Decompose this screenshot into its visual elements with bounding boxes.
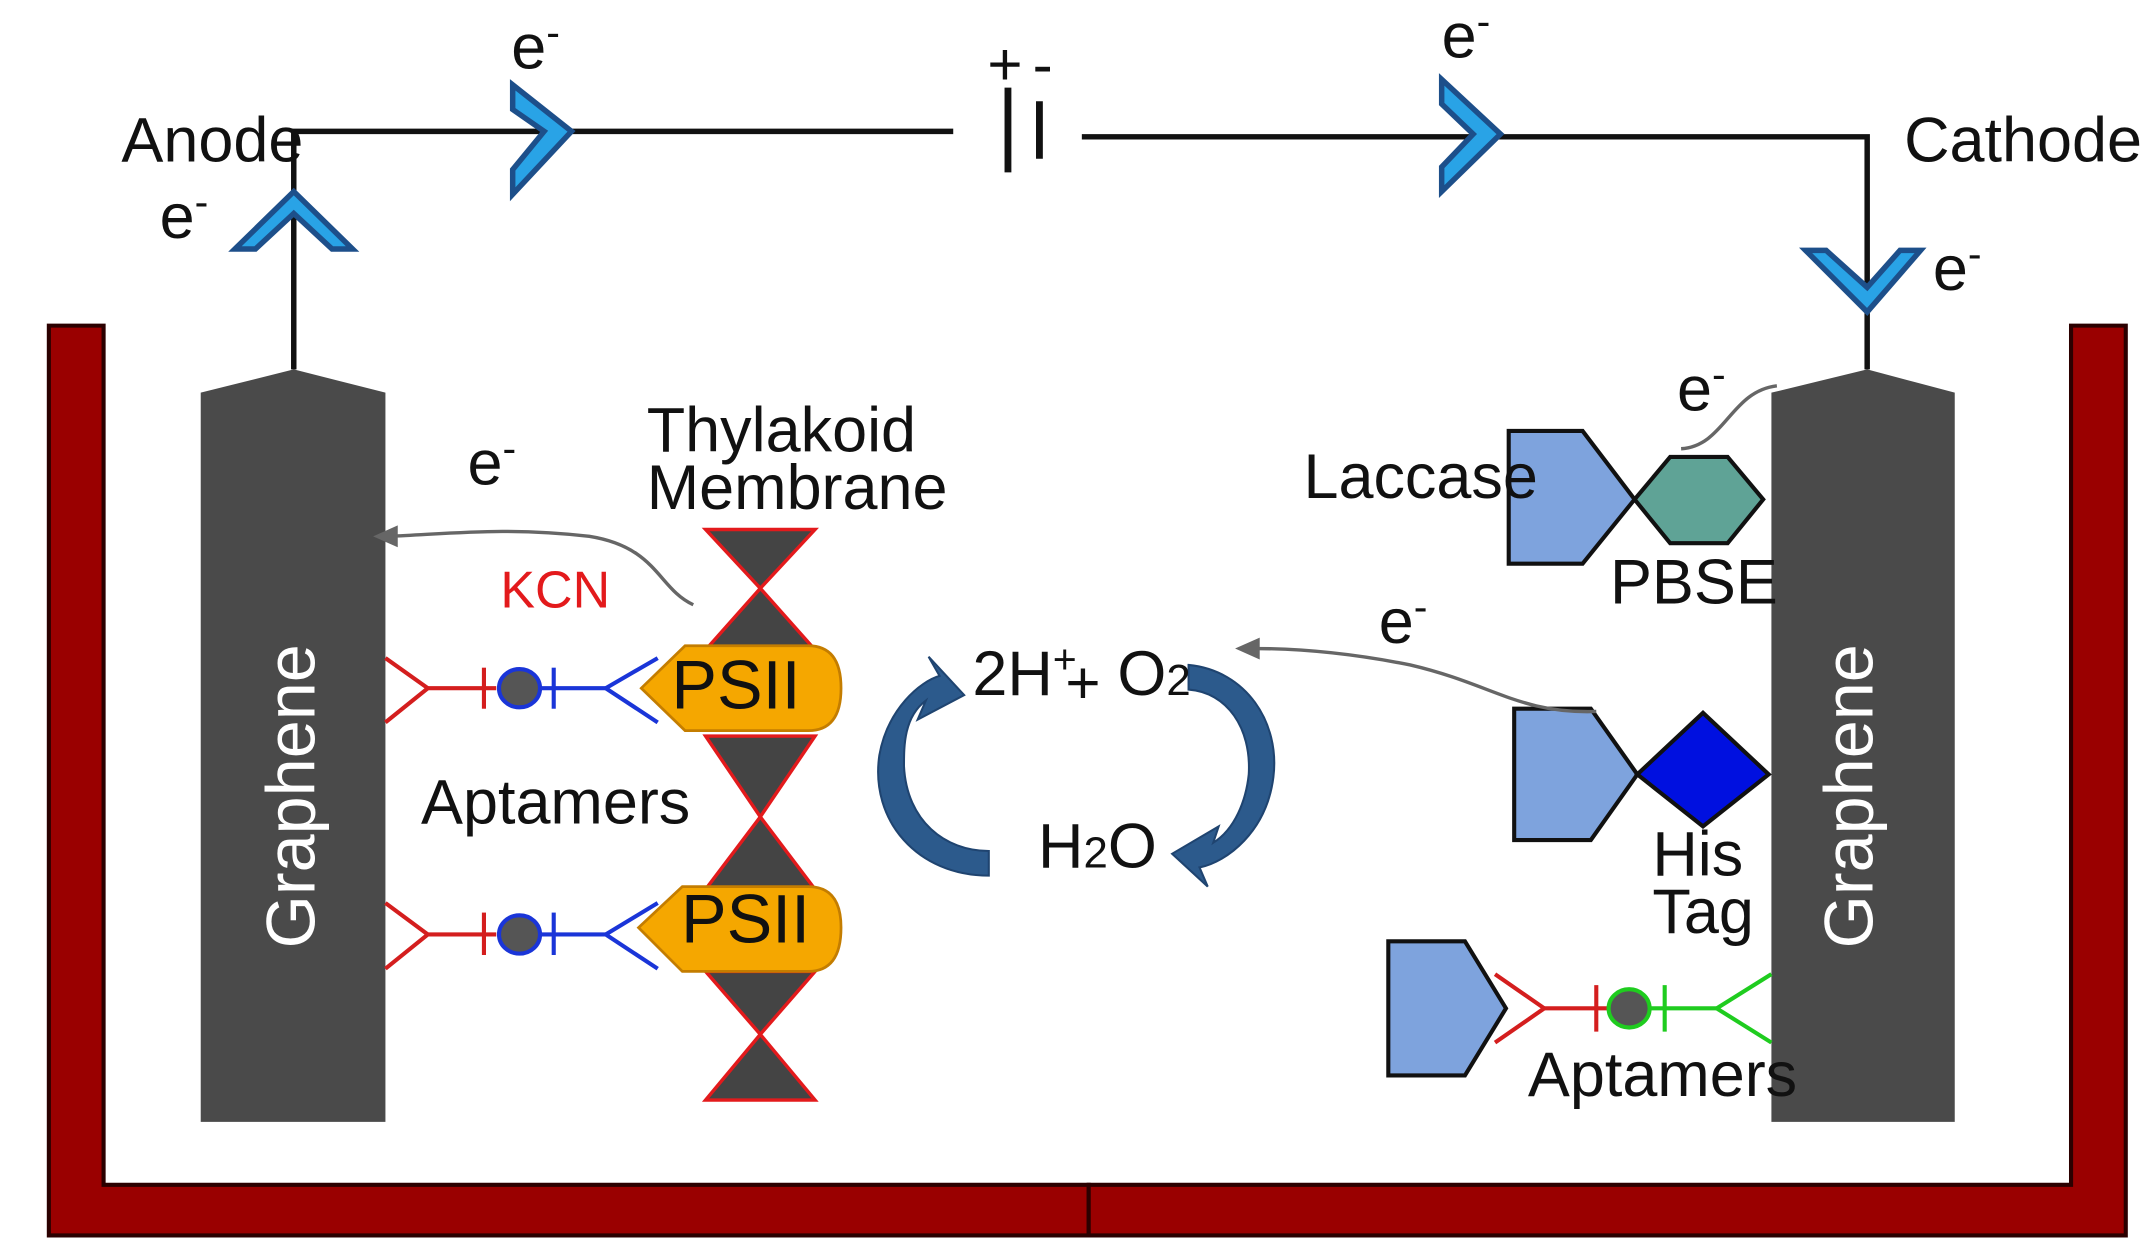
pbse-label: PBSE [1610,547,1778,617]
cathode-aptamers-label: Aptamers [1528,1040,1797,1110]
electron-label-top-right: e- [1442,0,1491,71]
oxygen-reduction-equation: 2H+ + O2 H2O [972,636,1190,881]
anode-aptamer-bottom [384,901,659,971]
electron-label-anode-wire: e- [160,179,209,252]
water-term: H2O [1038,811,1157,881]
anode-aptamer-top [384,656,659,725]
electron-label-anode-transfer: e- [468,425,517,498]
cathode-electrode: Graphene [1771,369,1955,1122]
equation-plus: + [1065,649,1100,716]
kcn-label: KCN [500,561,610,619]
oxygen-term: O2 [1117,639,1190,709]
electron-arrow-down [1799,247,1927,316]
psii-unit-bottom: PSII [636,882,843,973]
laccase-shape [1506,428,1638,566]
electron-label-top-left: e- [511,10,560,83]
his-tag-label-line1: His [1652,820,1743,890]
thylakoid-label-line2: Membrane [647,453,948,523]
electron-flow-arrow-icon [228,73,1927,316]
cathode-label: Cathode [1904,105,2142,175]
circuit-wire-right [1081,134,1870,370]
thylakoid-membrane [701,527,819,1102]
battery-plus-sign: + [987,31,1022,98]
thylakoid-label-line1: Thylakoid [647,396,916,466]
cathode-aptamer-enzyme [1386,939,1509,1078]
battery-icon [1004,87,1043,173]
circuit-wire-left [291,128,954,370]
anode-electrode: Graphene [200,369,386,1122]
hydrogen-ion-term: 2H+ [972,636,1076,709]
anode-aptamers-label: Aptamers [421,768,690,838]
psii-label-bottom: PSII [681,882,810,958]
laccase-label: Laccase [1303,442,1537,512]
electron-labels: e- e- e- e- e- e- e- [160,0,1982,657]
anode-electron-transfer-arrow [373,525,694,607]
cathode-aptamer-assembly [1386,939,1773,1078]
cell-container [46,323,2128,1238]
electron-arrow-right-left [509,79,576,202]
pbse-shape [1631,454,1766,546]
cathode-electron-transfer-arrow [1235,637,1597,714]
psii-label-top: PSII [671,648,800,724]
his-enzyme-shape [1512,706,1640,843]
electron-label-his-tag: e- [1379,584,1428,657]
redox-cycle-arrow-icon [877,656,1276,888]
cathode-graphene-label: Graphene [1812,644,1888,948]
laccase-pbse-assembly [1506,428,1766,566]
electron-arrow-right-right [1438,73,1505,199]
container-right-half [1086,323,2128,1238]
his-tag-assembly [1512,706,1772,843]
his-tag-label-line2: Tag [1652,877,1753,947]
psii-unit-top: PSII [639,644,843,732]
electron-label-laccase: e- [1677,352,1726,425]
electron-arrow-up [228,187,360,252]
anode-graphene-label: Graphene [253,644,329,948]
battery-minus-sign: - [1033,31,1053,98]
anode-label: Anode [121,105,303,175]
laccase-electron-path [1680,384,1778,451]
electron-label-cathode-wire: e- [1933,231,1982,304]
his-tag-shape [1634,710,1772,830]
